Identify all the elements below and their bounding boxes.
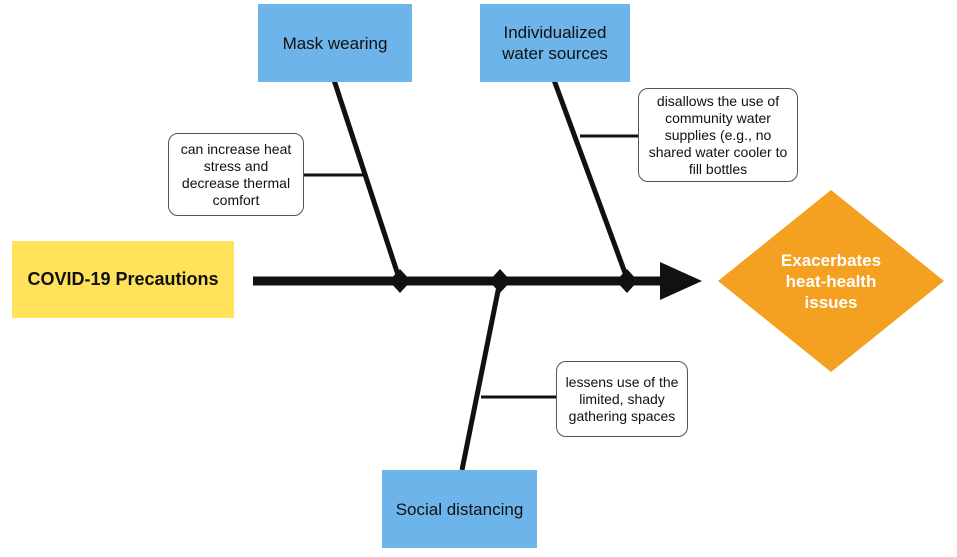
start-box: COVID-19 Precautions	[12, 241, 234, 318]
bone-social-distancing	[459, 280, 503, 471]
note-mask-wearing: can increase heat stress and decrease th…	[168, 133, 304, 216]
start-label: COVID-19 Precautions	[27, 269, 219, 289]
junction-water	[616, 269, 638, 293]
effect-diamond	[718, 190, 944, 372]
cause-label-social-distancing: Social distancing	[395, 499, 524, 519]
junction-mask	[389, 269, 411, 293]
junction-social	[489, 269, 511, 293]
spine-arrowhead	[660, 262, 702, 300]
note-social-distancing: lessens use of the limited, shady gather…	[556, 361, 688, 437]
cause-label-mask-wearing: Mask wearing	[282, 33, 388, 53]
cause-label-water-sources: Individualized water sources	[502, 23, 608, 63]
bone-water-sources	[551, 79, 631, 282]
bone-mask-wearing	[331, 79, 403, 282]
cause-box-mask-wearing: Mask wearing	[258, 4, 412, 82]
effect-label: Exacerbates heat-health issues	[780, 250, 882, 312]
cause-box-water-sources: Individualized water sources	[480, 4, 630, 82]
note-water-sources: disallows the use of community water sup…	[638, 88, 798, 182]
cause-box-social-distancing: Social distancing	[382, 470, 537, 548]
